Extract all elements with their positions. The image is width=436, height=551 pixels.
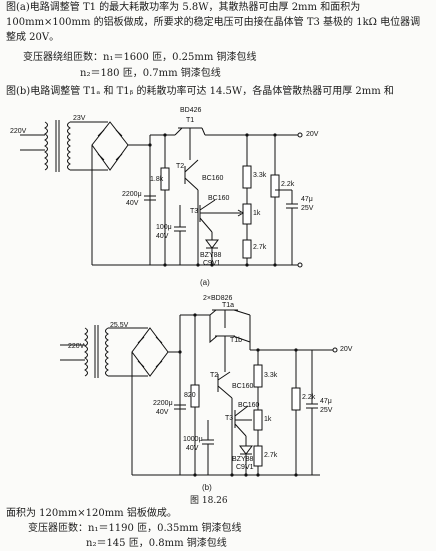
circuit-b-c1-value: 2200μ bbox=[153, 400, 173, 407]
circuit-a-t2-label: T2 bbox=[176, 163, 185, 170]
paragraph-a-line1: 图(a)电路调整管 T1 的最大耗散功率为 5.8W，其散热器可由厚 2mm 和… bbox=[6, 2, 361, 13]
circuit-b-r3-label: 2.2k bbox=[302, 394, 316, 401]
circuit-b-output-voltage: 20V bbox=[340, 346, 353, 353]
circuit-a-t1-label: T1 bbox=[186, 117, 195, 124]
circuit-b-pot-label: 1k bbox=[264, 416, 272, 423]
circuit-a-pot-label: 1k bbox=[253, 210, 261, 217]
circuit-a-c1-value: 2200μ bbox=[122, 191, 142, 198]
circuit-b-c3-value: 47μ bbox=[320, 398, 332, 405]
circuit-a-zener-type: BZY88 bbox=[200, 252, 222, 259]
paragraph-b-line2: 面积为 120mm×120mm 铝板做成。 bbox=[6, 508, 177, 519]
figure-caption: 图 18.26 bbox=[190, 496, 228, 506]
circuit-a-c3-value: 47μ bbox=[301, 196, 313, 203]
paragraph-a-line2: 100mm×100mm 的铝板做成，所要求的稳定电压可由接在晶体管 T3 基极的… bbox=[6, 17, 421, 28]
circuit-b-c1-voltage: 40V bbox=[156, 409, 169, 416]
circuit-b-mains-voltage: 220V bbox=[68, 343, 85, 350]
circuit-a-output-voltage: 20V bbox=[306, 131, 319, 138]
transformer-a-secondary: n₂＝180 匝，0.7mm 铜漆包线 bbox=[80, 68, 221, 79]
circuit-b-c2-voltage: 40V bbox=[186, 445, 199, 452]
circuit-a-secondary-voltage: 23V bbox=[73, 115, 86, 122]
circuit-b-caption: (b) bbox=[202, 483, 212, 492]
circuit-a-caption: (a) bbox=[200, 278, 210, 287]
circuit-a-r4-label: 2.7k bbox=[253, 244, 267, 251]
circuit-b-r1-label: 820 bbox=[184, 392, 196, 399]
circuit-b-r2-label: 3.3k bbox=[264, 372, 278, 379]
circuit-b-t3-type: BC160 bbox=[238, 402, 260, 409]
circuit-a-c1-voltage: 40V bbox=[126, 200, 139, 207]
circuit-a-r1-label: 1.8k bbox=[150, 176, 164, 183]
circuit-b-t2-label: T2 bbox=[210, 372, 219, 379]
circuit-a-r2-label: 3.3k bbox=[253, 172, 267, 179]
circuit-b-t2-type: BC160 bbox=[232, 383, 254, 390]
circuit-a-t2-type: BC160 bbox=[202, 175, 224, 182]
circuit-b-c2-value: 1000μ bbox=[183, 436, 203, 443]
circuit-a-r3-label: 2.2k bbox=[281, 181, 295, 188]
transformer-b-primary: 变压器匝数：n₁＝1190 匝，0.35mm 铜漆包线 bbox=[28, 523, 242, 534]
circuit-a-c2-value: 100μ bbox=[156, 224, 172, 231]
circuit-b-secondary-voltage: 25.5V bbox=[110, 322, 129, 329]
circuit-b-zener-type: BZY88 bbox=[232, 456, 254, 463]
circuit-b-c3-voltage: 25V bbox=[320, 407, 333, 414]
circuit-a-c3-voltage: 25V bbox=[301, 205, 314, 212]
circuit-a-t3-label: T3 bbox=[190, 208, 199, 215]
circuit-b-t1b-label: T1b bbox=[230, 337, 243, 344]
transformer-a-primary: 变压器绕组匝数：n₁＝1600 匝，0.25mm 铜漆包线 bbox=[23, 52, 257, 63]
circuit-b-t3-label: T3 bbox=[225, 415, 234, 422]
circuit-a-zener-voltage: C9V1 bbox=[203, 260, 221, 267]
circuit-a-c2-voltage: 40V bbox=[156, 233, 169, 240]
paragraph-a-line3: 整成 20V。 bbox=[6, 32, 60, 43]
circuit-b-r4-label: 2.7k bbox=[264, 452, 278, 459]
paragraph-b-line1: 图(b)电路调整管 T1ₐ 和 T1ᵦ 的耗散功率可达 14.5W，各晶体管散热… bbox=[6, 86, 394, 97]
circuit-a-t1-type: BD426 bbox=[180, 107, 202, 114]
transformer-b-secondary: n₂＝145 匝，0.8mm 铜漆包线 bbox=[86, 538, 227, 549]
circuit-b-zener-voltage: C9V1 bbox=[236, 464, 254, 471]
circuit-b-t1a-label: T1a bbox=[222, 302, 235, 309]
circuit-a-t3-type: BC160 bbox=[208, 195, 230, 202]
circuit-b-transistor-pair: 2×BD826 bbox=[203, 295, 233, 302]
circuit-a-mains-voltage: 220V bbox=[10, 128, 27, 135]
